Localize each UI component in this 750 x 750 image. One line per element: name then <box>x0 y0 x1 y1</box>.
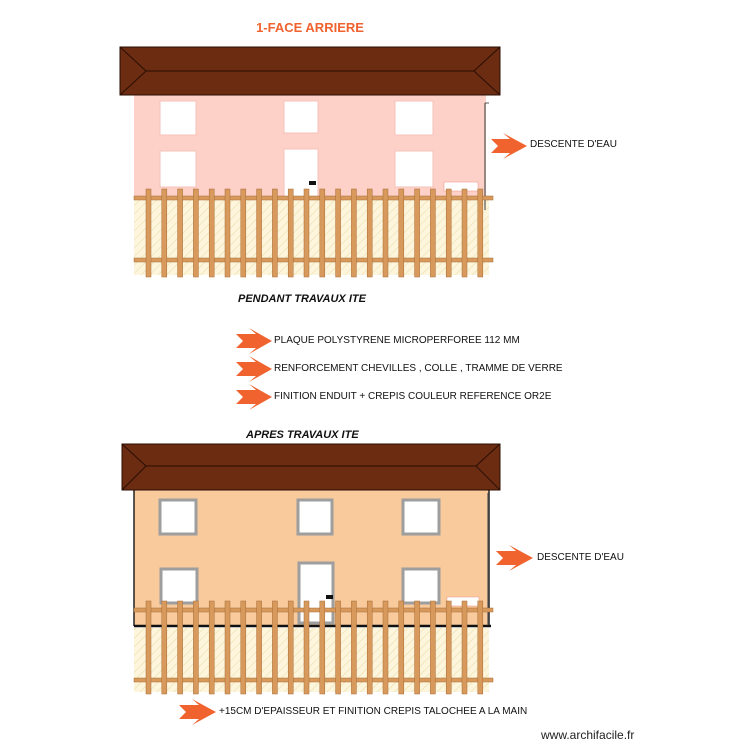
fence-picket <box>477 188 484 278</box>
door-handle <box>309 181 316 185</box>
roof-before <box>119 46 501 96</box>
fence-picket <box>272 600 278 695</box>
section-label-after: APRES TRAVAUX ITE <box>246 429 359 441</box>
fence-before-rails <box>133 195 494 263</box>
sign-before <box>443 181 479 192</box>
fence-picket <box>240 188 247 278</box>
fence-picket <box>256 188 262 278</box>
label-step2: RENFORCEMENT CHEVILLES , COLLE , TRAMME … <box>274 363 563 374</box>
fence-picket <box>240 600 247 695</box>
page-title: 1-FACE ARRIERE <box>256 20 364 35</box>
ground-before <box>134 200 489 275</box>
fence-picket <box>208 600 215 695</box>
arrow-step3 <box>236 384 272 410</box>
door-after <box>297 561 335 625</box>
fence-after <box>145 600 484 695</box>
fence-picket <box>319 600 326 695</box>
ground-after <box>134 628 489 692</box>
fence-picket <box>193 600 199 695</box>
arrow-step2 <box>236 356 272 382</box>
windows-before <box>159 100 434 188</box>
fence-picket <box>351 600 357 695</box>
fence-picket <box>161 188 168 278</box>
fence-picket <box>351 188 357 278</box>
label-downpipe-bottom: DESCENTE D'EAU <box>537 552 624 563</box>
archifacile-credit: www.archifacile.fr <box>541 728 635 742</box>
fence-picket <box>430 188 436 278</box>
arrow-step1 <box>236 328 272 354</box>
label-step3: FINITION ENDUIT + CREPIS COULEUR REFEREN… <box>274 391 552 402</box>
fence-picket <box>208 188 215 278</box>
section-label-during: PENDANT TRAVAUX ITE <box>238 293 366 305</box>
house-after <box>121 443 501 695</box>
fence-picket <box>303 600 310 695</box>
fence-picket <box>461 600 468 695</box>
fence-picket <box>256 600 262 695</box>
house-before <box>119 46 501 278</box>
label-downpipe-top: DESCENTE D'EAU <box>530 139 617 150</box>
fence-picket <box>177 188 183 278</box>
arrow-downpipe-top <box>491 133 527 159</box>
fence-picket <box>445 188 452 278</box>
label-bottom-note: +15CM D'EPAISSEUR ET FINITION CREPIS TAL… <box>219 706 528 717</box>
fence-picket <box>477 600 484 695</box>
roof-after <box>121 443 501 491</box>
fence-picket <box>319 188 326 278</box>
windows-after <box>158 498 441 605</box>
fence-picket <box>145 600 152 695</box>
fence-after-rails <box>133 607 494 683</box>
fence-picket <box>161 600 168 695</box>
arrow-bottom-note <box>179 699 216 725</box>
fence-picket <box>430 600 436 695</box>
fence-picket <box>224 188 231 278</box>
fence-picket <box>272 188 278 278</box>
fence-picket <box>335 600 341 695</box>
fence-picket <box>398 188 405 278</box>
fence-picket <box>224 600 231 695</box>
fence-picket <box>366 188 373 278</box>
fence-before <box>145 188 484 278</box>
fence-picket <box>177 600 183 695</box>
fence-picket <box>287 600 294 695</box>
fence-picket <box>303 188 310 278</box>
label-step1: PLAQUE POLYSTYRENE MICROPERFOREE 112 MM <box>274 335 520 346</box>
fence-picket <box>382 188 389 278</box>
fence-picket <box>366 600 373 695</box>
fence-picket <box>414 188 420 278</box>
fence-picket <box>335 188 341 278</box>
fence-picket <box>414 600 420 695</box>
fence-picket <box>145 188 152 278</box>
fence-picket <box>382 600 389 695</box>
fence-picket <box>461 188 468 278</box>
fence-picket <box>287 188 294 278</box>
arrow-downpipe-bottom <box>496 545 533 571</box>
fence-picket <box>193 188 199 278</box>
fence-picket <box>398 600 405 695</box>
fence-picket <box>445 600 452 695</box>
